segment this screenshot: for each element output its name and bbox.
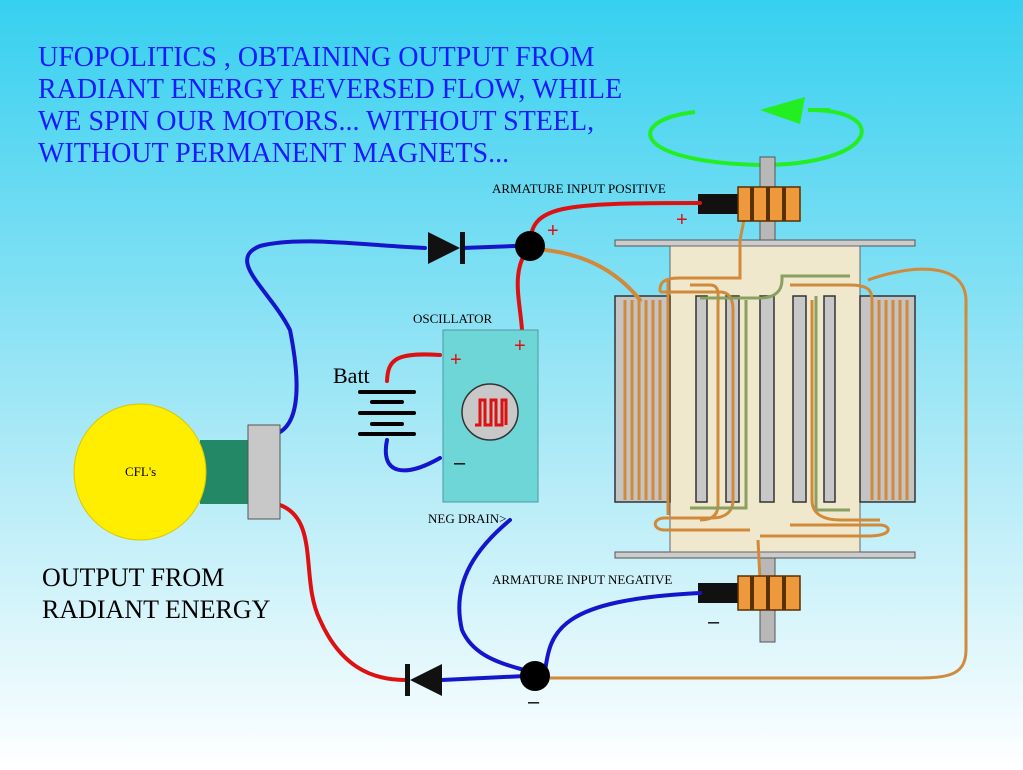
wire-node-to-coil	[543, 248, 642, 302]
motor	[550, 156, 968, 680]
wires	[245, 201, 702, 682]
sign-minus-armature: –	[708, 611, 720, 633]
title: UFOPOLITICS , OBTAINING OUTPUT FROM RADI…	[38, 42, 622, 169]
title-line-3: WE SPIN OUR MOTORS... WITHOUT STEEL,	[38, 106, 594, 137]
wire-neg-drain	[457, 518, 532, 674]
rotor-bar	[695, 295, 708, 503]
sign-minus-junction: –	[528, 691, 540, 713]
cfl-base	[200, 440, 252, 504]
wire-batt-negative	[383, 438, 442, 473]
label-output-line2: RADIANT ENERGY	[42, 595, 271, 624]
wire-armature-negative	[543, 591, 702, 674]
sign-plus-osc-batt: +	[450, 349, 462, 371]
title-line-1: UFOPOLITICS , OBTAINING OUTPUT FROM	[38, 42, 595, 73]
battery-icon	[358, 390, 416, 436]
label-oscillator: OSCILLATOR	[413, 311, 493, 326]
stator-pole-left	[614, 295, 671, 503]
rotor-bar	[759, 295, 775, 503]
diode-icon	[405, 664, 442, 696]
cfl-bulb	[73, 403, 207, 541]
brush-icon	[698, 186, 801, 222]
brush-icon	[698, 575, 801, 611]
wire-diode-top-to-node	[460, 244, 517, 250]
brush-top-lead	[698, 194, 740, 214]
label-armature-positive: ARMATURE INPUT POSITIVE	[492, 181, 666, 196]
motor-windings	[550, 214, 968, 680]
motor-top-plate	[614, 239, 916, 247]
wire-diode-top-blue	[245, 239, 427, 434]
label-cfl: CFL's	[125, 464, 156, 479]
sign-minus-osc: –	[454, 452, 466, 474]
wire-batt-positive	[385, 352, 442, 383]
rotor-bar	[792, 295, 807, 503]
label-output-line1: OUTPUT FROM	[42, 563, 224, 592]
label-armature-negative: ARMATURE INPUT NEGATIVE	[492, 572, 672, 587]
label-neg-drain: NEG DRAIN>	[428, 511, 506, 526]
title-line-4: WITHOUT PERMANENT MAGNETS...	[38, 138, 509, 169]
sign-plus-armature: +	[676, 209, 688, 231]
junction-negative	[520, 661, 550, 691]
rotor-bar	[823, 295, 836, 503]
motor-bottom-plate	[614, 551, 916, 559]
square-wave-icon	[475, 398, 508, 427]
sign-plus-osc-out: +	[514, 335, 526, 357]
oscillator	[442, 329, 539, 503]
label-batt: Batt	[333, 363, 370, 388]
wire-cfl-red	[278, 503, 407, 682]
diode-icon	[428, 232, 465, 264]
cfl-socket	[247, 424, 281, 520]
sign-plus-junction: +	[547, 220, 559, 242]
wire-diode-bottom-blue	[440, 674, 527, 682]
title-line-2: RADIANT ENERGY REVERSED FLOW, WHILE	[38, 74, 622, 105]
cfl-bulb-icon	[73, 403, 281, 541]
junction-positive	[515, 231, 545, 261]
oscillator-body	[442, 329, 539, 503]
brush-bottom-lead	[698, 583, 740, 603]
